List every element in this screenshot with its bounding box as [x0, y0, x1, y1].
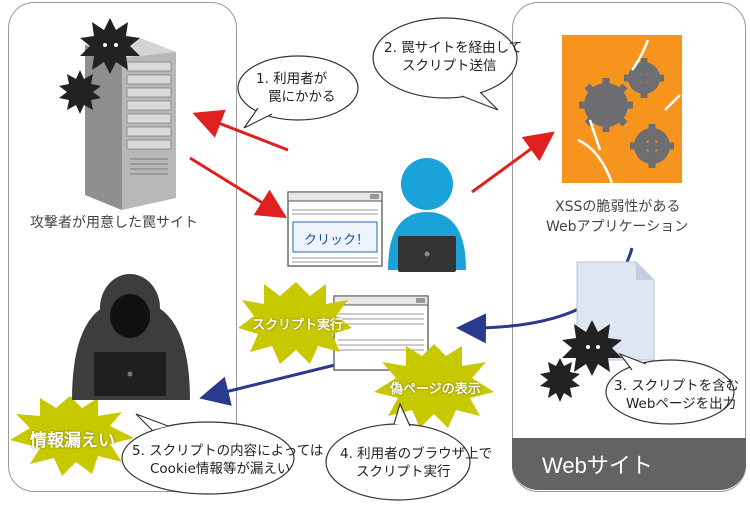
- website-tag: Webサイト: [512, 438, 746, 490]
- browser-window-click: [287, 191, 383, 267]
- bubble-step2: [372, 17, 518, 111]
- malware-burst-icon: [80, 18, 140, 74]
- victim-user-icon: [388, 158, 466, 272]
- step1-line1: 1. 利用者が: [256, 71, 328, 87]
- step2-line2: スクリプト送信: [402, 58, 497, 74]
- bubble-step4: [325, 402, 471, 501]
- hacker-icon: [72, 274, 190, 400]
- step4-line2: スクリプト実行: [356, 464, 451, 480]
- malware-burst-doc-small-icon: [540, 358, 580, 402]
- webapp-gears-icon: [562, 35, 682, 184]
- burst-script-exec-label: スクリプト実行: [252, 318, 344, 333]
- malware-burst-doc-icon: [562, 320, 622, 376]
- webapp-label-line2: Webアプリケーション: [546, 219, 689, 235]
- bubble-step1: [237, 55, 359, 129]
- bubble-step5: [121, 413, 295, 495]
- step5-line1: 5. スクリプトの内容によっては: [132, 443, 324, 459]
- step5-line2: Cookie情報等が漏えい: [150, 461, 291, 477]
- step3-line2: Webページを出力: [626, 396, 737, 412]
- attacker-site-label: 攻撃者が用意した罠サイト: [30, 215, 198, 231]
- website-tag-label: Webサイト: [542, 453, 653, 478]
- arrow-send-script: [471, 131, 555, 194]
- bubble-step3: [605, 352, 735, 425]
- burst-fake-page-label: 偽ページの表示: [390, 382, 481, 397]
- step3-line1: 3. スクリプトを含む: [614, 378, 740, 394]
- click-button: クリック！: [304, 233, 370, 248]
- burst-leak: [10, 396, 134, 476]
- step4-line1: 4. 利用者のブラウザ上で: [340, 446, 493, 462]
- burst-script-exec: [238, 282, 352, 364]
- burst-fake-page: [374, 344, 494, 428]
- malware-burst-small-icon: [59, 70, 101, 114]
- arrow-leak: [199, 363, 336, 406]
- step1-line2: 罠にかかる: [268, 89, 336, 105]
- arrow-lure: [192, 109, 289, 152]
- step2-line1: 2. 罠サイトを経由して: [384, 40, 523, 56]
- webapp-label-line1: XSSの脆弱性がある: [555, 199, 681, 215]
- arrow-to-victim: [189, 156, 288, 219]
- burst-leak-label: 情報漏えい: [30, 431, 115, 451]
